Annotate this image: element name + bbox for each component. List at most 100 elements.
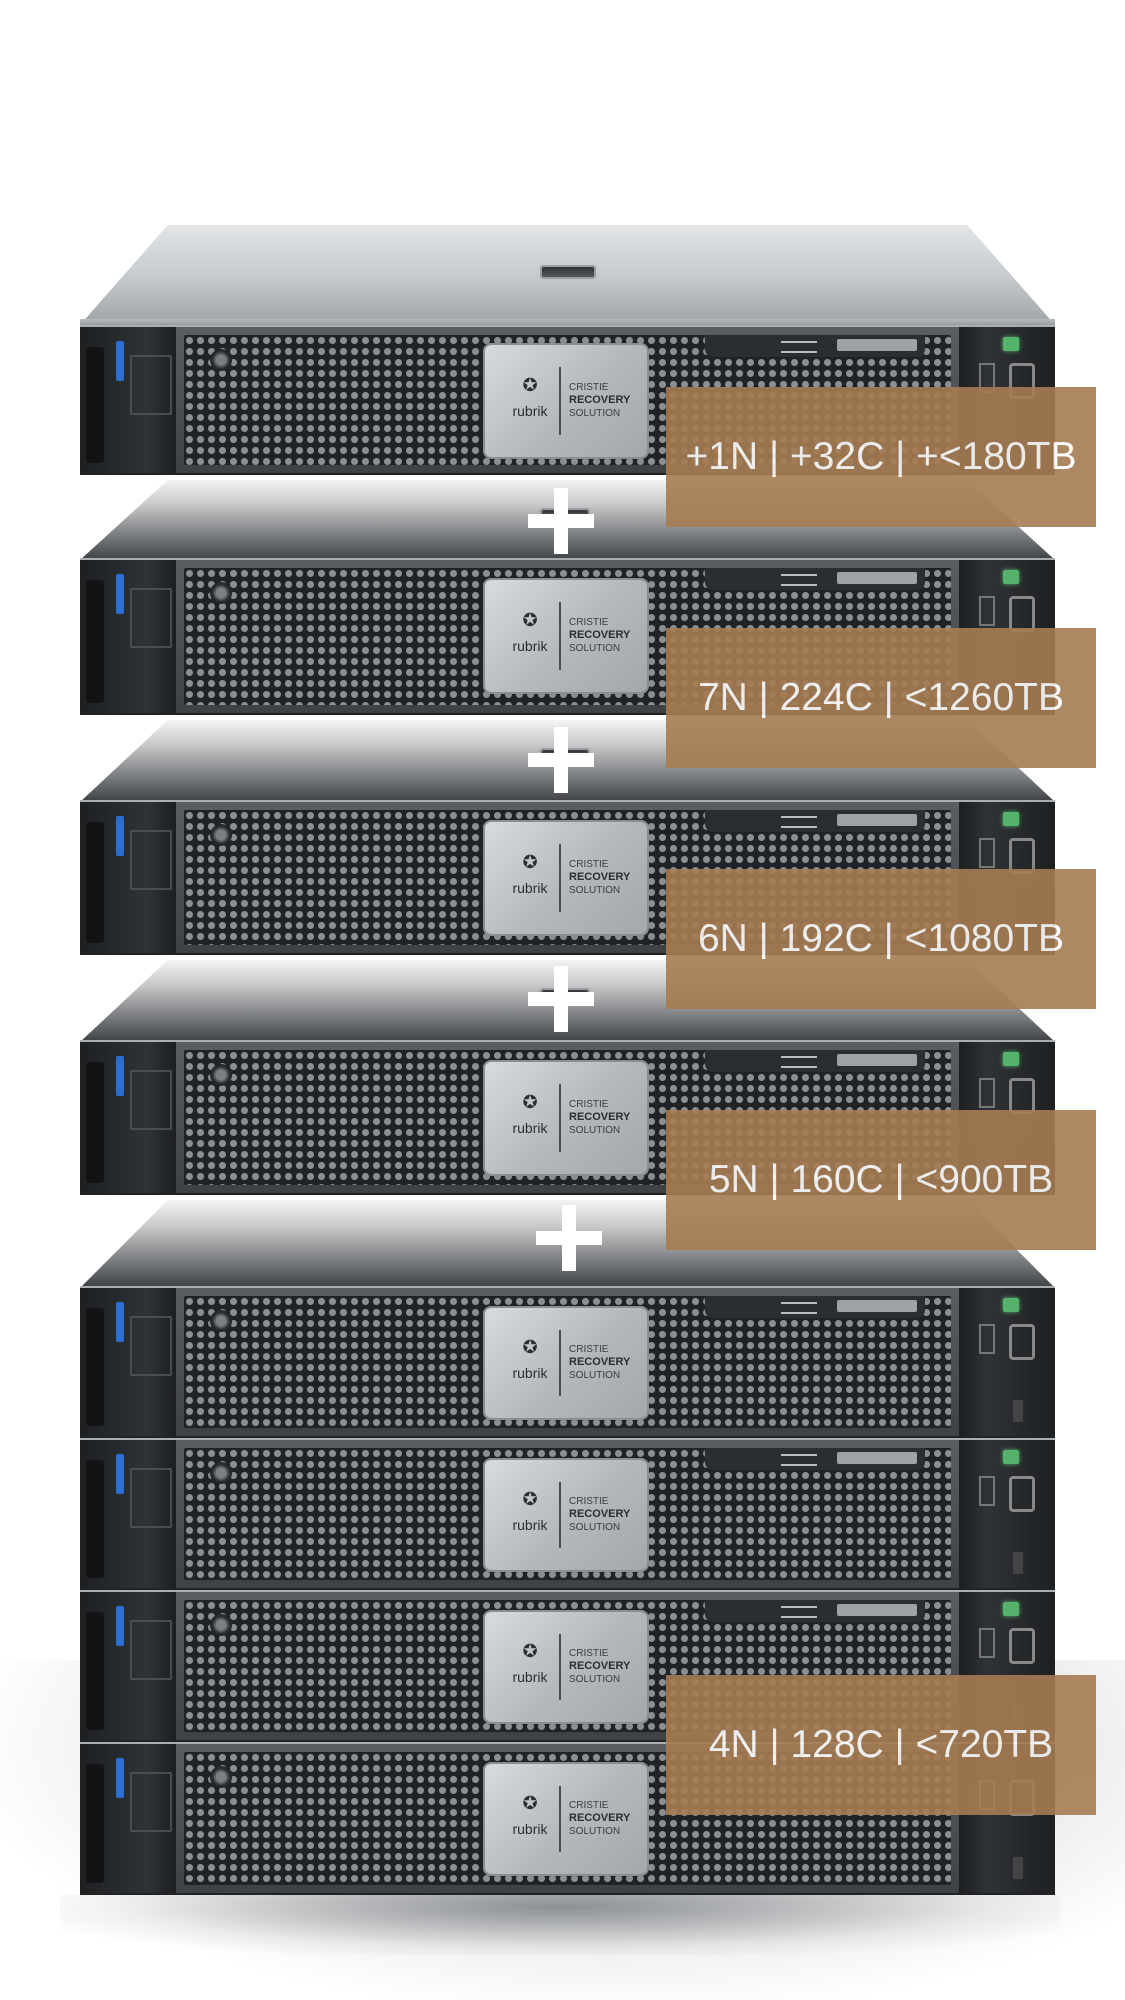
badge-line3: SOLUTION [569,408,621,419]
left-rack-ear [80,1288,176,1436]
badge-brand: rubrik [512,1821,548,1837]
gear-icon: ✪ [522,610,538,630]
spec-label-7-node: 7N | 224C | <1260TB [666,628,1096,768]
left-rack-ear [80,1744,176,1893]
badge-line3: SOLUTION [569,1125,621,1136]
gear-icon: ✪ [522,1489,538,1509]
power-led-icon [116,1454,124,1494]
plus-icon [528,966,594,1032]
left-rack-ear [80,560,176,713]
left-rack-ear [80,1440,176,1588]
bezel-lock-icon [210,582,232,604]
badge-line2: RECOVERY [569,629,631,641]
badge-line1: CRISTIE [569,1099,609,1110]
gear-icon: ✪ [522,852,538,872]
badge-line2: RECOVERY [569,1111,631,1123]
left-rack-ear [80,1592,176,1740]
service-tag-strip [705,1296,925,1318]
right-rack-ear [959,1288,1055,1436]
badge-line2: RECOVERY [569,1660,631,1672]
power-led-icon [116,1302,124,1342]
badge-line2: RECOVERY [569,1356,631,1368]
badge-line1: CRISTIE [569,1496,609,1507]
badge-line3: SOLUTION [569,1826,621,1837]
badge-line1: CRISTIE [569,1800,609,1811]
status-led-icon [1003,1602,1019,1616]
badge-line3: SOLUTION [569,885,621,896]
lid-latch [540,265,596,279]
badge-line2: RECOVERY [569,1508,631,1520]
server-lid [80,225,1055,325]
plus-icon [536,1205,602,1271]
gear-icon: ✪ [522,1641,538,1661]
status-led-icon [1003,1052,1019,1066]
bezel-lock-icon [210,1310,232,1332]
badge-line1: CRISTIE [569,1344,609,1355]
badge-line1: CRISTIE [569,382,609,393]
left-rack-ear [80,802,176,953]
badge-brand: rubrik [512,1365,548,1381]
lid-rim [80,319,1055,327]
service-tag-strip [705,568,925,590]
badge-brand: rubrik [512,638,548,654]
badge-brand: rubrik [512,403,548,419]
service-tag-strip [705,335,925,357]
spec-label-expansion: +1N | +32C | +<180TB [666,387,1096,527]
power-led-icon [116,341,124,381]
gear-icon: ✪ [522,1337,538,1357]
right-rack-ear [959,1440,1055,1588]
status-led-icon [1003,1298,1019,1312]
power-led-icon [116,574,124,614]
spec-label-5-node: 5N | 160C | <900TB [666,1110,1096,1250]
gear-icon: ✪ [522,1092,538,1112]
badge-brand: rubrik [512,1120,548,1136]
bezel-lock-icon [210,1064,232,1086]
badge-line3: SOLUTION [569,1522,621,1533]
service-tag-strip [705,1050,925,1072]
gear-icon: ✪ [522,1793,538,1813]
spec-label-6-node: 6N | 192C | <1080TB [666,869,1096,1009]
badge-line2: RECOVERY [569,1812,631,1824]
status-led-icon [1003,337,1019,351]
bezel-lock-icon [210,824,232,846]
service-tag-strip [705,810,925,832]
badge-line3: SOLUTION [569,643,621,654]
badge-brand: rubrik [512,880,548,896]
status-led-icon [1003,570,1019,584]
badge-brand: rubrik [512,1517,548,1533]
status-led-icon [1003,812,1019,826]
badge-line1: CRISTIE [569,617,609,628]
plus-icon [528,727,594,793]
status-led-icon [1003,1450,1019,1464]
left-rack-ear [80,327,176,473]
bezel-lock-icon [210,1614,232,1636]
badge-line3: SOLUTION [569,1674,621,1685]
service-tag-strip [705,1448,925,1470]
power-led-icon [116,1056,124,1096]
bezel-lock-icon [210,349,232,371]
badge-line1: CRISTIE [569,1648,609,1659]
power-led-icon [116,816,124,856]
power-led-icon [116,1606,124,1646]
badge-line3: SOLUTION [569,1370,621,1381]
gear-icon: ✪ [522,375,538,395]
spec-label-4-node: 4N | 128C | <720TB [666,1675,1096,1815]
badge-brand: rubrik [512,1669,548,1685]
service-tag-strip [705,1600,925,1622]
badge-line1: CRISTIE [569,859,609,870]
